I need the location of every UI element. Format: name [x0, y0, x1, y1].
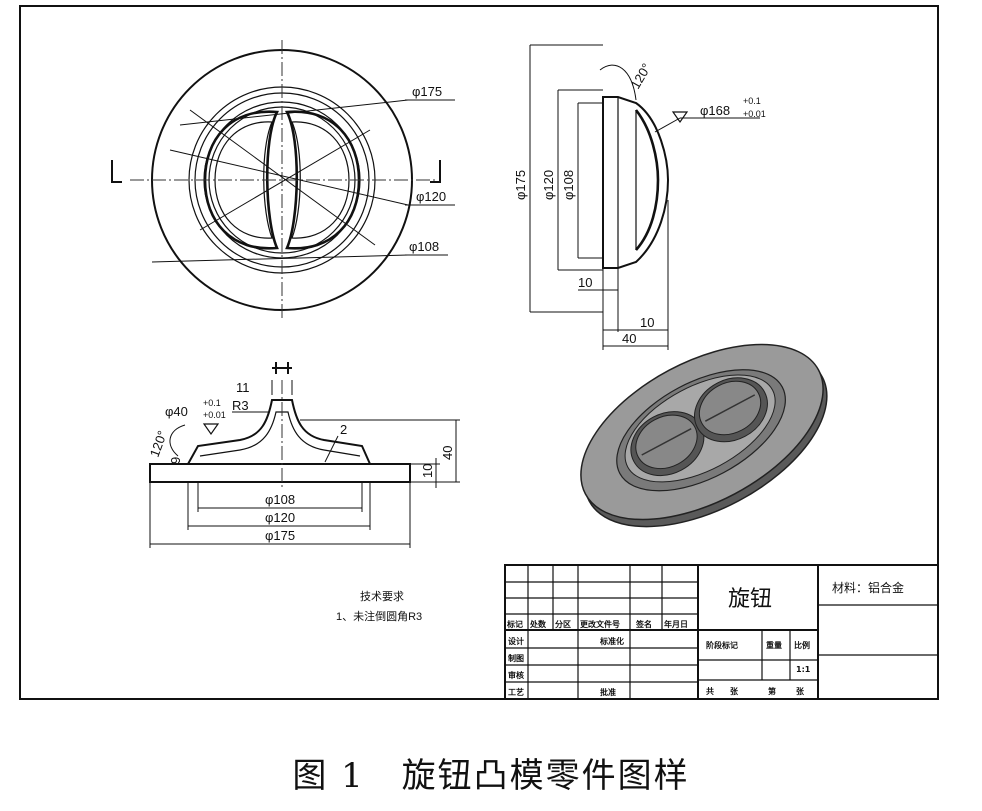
sec-h40: 40 [440, 446, 455, 460]
side-view: φ175 φ120 φ108 10 10 40 120° φ168 +0.1 +… [513, 44, 766, 350]
material: 材料：铝合金 [832, 580, 904, 595]
tb-label-2: 分区 [555, 619, 571, 629]
sec-t2: 2 [340, 422, 347, 437]
side-w10a: 10 [578, 275, 592, 290]
side-w10b: 10 [640, 315, 654, 330]
sec-w11: 11 [236, 380, 250, 395]
side-d120: φ120 [541, 170, 556, 200]
side-d108: φ108 [561, 170, 576, 200]
iso-view [580, 343, 828, 528]
tb-label-9: 审核 [508, 670, 524, 680]
sec-d175: φ175 [265, 528, 295, 543]
sec-tol-dn: +0.01 [203, 410, 226, 420]
tb-label-17: 张 [730, 687, 739, 696]
tb-label-15: 1:1 [796, 665, 811, 674]
figure-caption: 图 1 旋钮凸模零件图样 [0, 748, 982, 797]
part-name: 旋钮 [728, 587, 772, 612]
side-d168: φ168 [700, 103, 730, 118]
section-view: 11 R3 φ40 +0.1 +0.01 120° 9 2 40 10 φ108… [147, 362, 460, 548]
top-d108: φ108 [409, 239, 439, 254]
tb-label-5: 年月日 [664, 619, 688, 629]
tb-label-8: 制图 [508, 653, 524, 663]
tb-label-4: 签名 [635, 619, 652, 629]
tb-label-16: 共 [706, 686, 714, 696]
sec-h9: 9 [168, 457, 183, 464]
tb-label-6: 设计 [508, 636, 524, 646]
sec-angle: 120° [147, 429, 170, 459]
side-tol-up: +0.1 [743, 96, 761, 106]
tb-label-18: 第 [768, 686, 776, 696]
tb-label-10: 工艺 [508, 687, 524, 697]
figure-title: 旋钮凸模零件图样 [401, 756, 690, 796]
side-angle: 120° [628, 61, 654, 92]
side-w40: 40 [622, 331, 636, 346]
tb-label-12: 阶段标记 [706, 640, 738, 650]
tech-req-title: 技术要求 [360, 590, 404, 603]
sec-d108: φ108 [265, 492, 295, 507]
sec-d40: φ40 [165, 404, 188, 419]
tb-label-19: 张 [796, 687, 805, 696]
drawing-frame [19, 5, 939, 700]
sec-r3: R3 [232, 398, 249, 413]
tb-label-11: 批准 [600, 687, 616, 697]
side-tol-dn: +0.01 [743, 109, 766, 119]
sec-h10: 10 [420, 464, 435, 478]
sec-tol-up: +0.1 [203, 398, 221, 408]
tb-label-3: 更改文件号 [580, 619, 620, 629]
top-d120: φ120 [416, 189, 446, 204]
tb-label-1: 处数 [529, 619, 547, 629]
sec-d120: φ120 [265, 510, 295, 525]
side-d175: φ175 [513, 170, 528, 200]
title-block: 标记 处数 分区 更改文件号 签名 年月日 设计 标准化 制图 审核 工艺 批准… [504, 564, 939, 700]
tech-req-item1: 1、未注倒圆角R3 [336, 609, 422, 623]
tb-label-0: 标记 [506, 619, 523, 629]
figure-number: 图 1 [292, 756, 365, 796]
top-view: φ175 φ120 φ108 [111, 40, 455, 320]
tb-label-7: 标准化 [599, 636, 624, 646]
top-d175: φ175 [412, 84, 442, 99]
tb-label-13: 重量 [766, 640, 782, 650]
tb-label-14: 比例 [794, 640, 810, 650]
